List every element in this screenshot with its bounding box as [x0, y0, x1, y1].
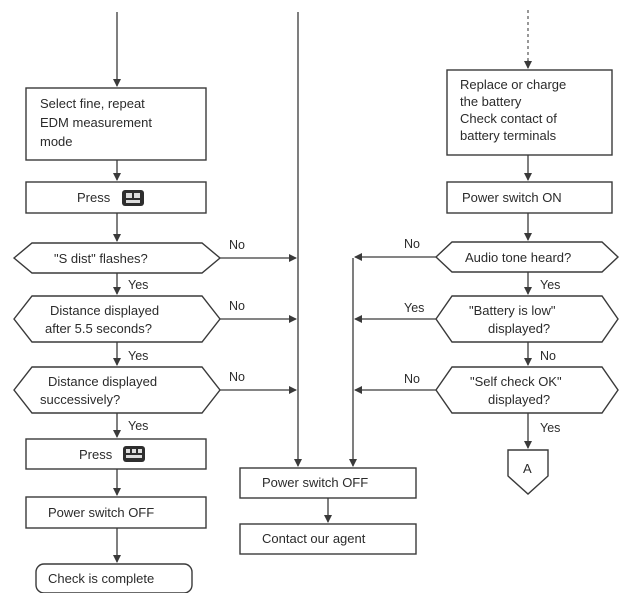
node-dist-after: Distance displayed after 5.5 seconds? — [13, 295, 221, 343]
node-replace-battery: Replace or charge the battery Check cont… — [446, 69, 613, 156]
node-power-off-left: Power switch OFF — [25, 496, 207, 529]
audio-tone-text: Audio tone heard? — [465, 250, 571, 265]
self-check-text-1: "Self check OK" — [470, 374, 562, 389]
left-column: Select fine, repeat EDM measurement mode… — [12, 12, 297, 593]
node-battery-low: "Battery is low" displayed? — [435, 295, 619, 343]
power-off-left-text: Power switch OFF — [48, 505, 154, 520]
check-complete-text: Check is complete — [48, 571, 154, 586]
select-line-text-1: Select fine, repeat — [40, 96, 145, 111]
replace-battery-text-1: Replace or charge — [460, 77, 566, 92]
battery-low-text-2: displayed? — [488, 321, 550, 336]
right-column: Replace or charge the battery Check cont… — [354, 10, 620, 495]
s-dist-no-label: No — [229, 238, 245, 252]
select-line-text-3: mode — [40, 134, 73, 149]
battery-no-label: No — [540, 349, 556, 363]
node-contact-agent: Contact our agent — [239, 523, 417, 555]
audio-no-label: No — [404, 237, 420, 251]
dist-succ-text-1: Distance displayed — [48, 374, 157, 389]
node-power-off-mid: Power switch OFF — [239, 467, 417, 499]
s-dist-yes-label: Yes — [128, 278, 148, 292]
node-s-dist: "S dist" flashes? — [12, 242, 222, 274]
replace-battery-text-3: Check contact of — [460, 111, 557, 126]
power-on-text: Power switch ON — [462, 190, 562, 205]
select-line-text-2: EDM measurement — [40, 115, 152, 130]
dist-after-text-1: Distance displayed — [50, 303, 159, 318]
s-dist-text: "S dist" flashes? — [54, 251, 148, 266]
node-self-check: "Self check OK" displayed? — [435, 366, 619, 414]
keyboard-key-icon — [123, 446, 145, 462]
node-press-1: Press — [25, 181, 207, 214]
middle-column: Power switch OFF Contact our agent — [239, 12, 417, 555]
node-audio-tone: Audio tone heard? — [434, 241, 620, 273]
self-check-no-label: No — [404, 372, 420, 386]
node-select-line: Select fine, repeat EDM measurement mode — [25, 87, 207, 161]
dist-after-no-label: No — [229, 299, 245, 313]
replace-battery-text-2: the battery — [460, 94, 522, 109]
contact-agent-text: Contact our agent — [262, 531, 366, 546]
keyboard-key-icon — [122, 190, 144, 206]
dist-after-yes-label: Yes — [128, 349, 148, 363]
self-check-yes-label: Yes — [540, 421, 560, 435]
connector-a-text: A — [523, 461, 532, 476]
press-2-text: Press — [79, 447, 113, 462]
battery-yes-label: Yes — [404, 301, 424, 315]
node-power-on: Power switch ON — [446, 181, 613, 214]
self-check-text-2: displayed? — [488, 392, 550, 407]
node-connector-a: A — [507, 449, 549, 495]
replace-battery-text-4: battery terminals — [460, 128, 557, 143]
power-off-mid-text: Power switch OFF — [262, 475, 368, 490]
dist-succ-yes-label: Yes — [128, 419, 148, 433]
press-1-text: Press — [77, 190, 111, 205]
dist-succ-no-label: No — [229, 370, 245, 384]
dist-succ-text-2: successively? — [40, 392, 120, 407]
node-dist-succ: Distance displayed successively? — [13, 366, 221, 414]
battery-low-text-1: "Battery is low" — [469, 303, 556, 318]
audio-yes-label: Yes — [540, 278, 560, 292]
node-press-2: Press — [25, 438, 207, 470]
dist-after-text-2: after 5.5 seconds? — [45, 321, 152, 336]
node-check-complete: Check is complete — [35, 563, 193, 593]
